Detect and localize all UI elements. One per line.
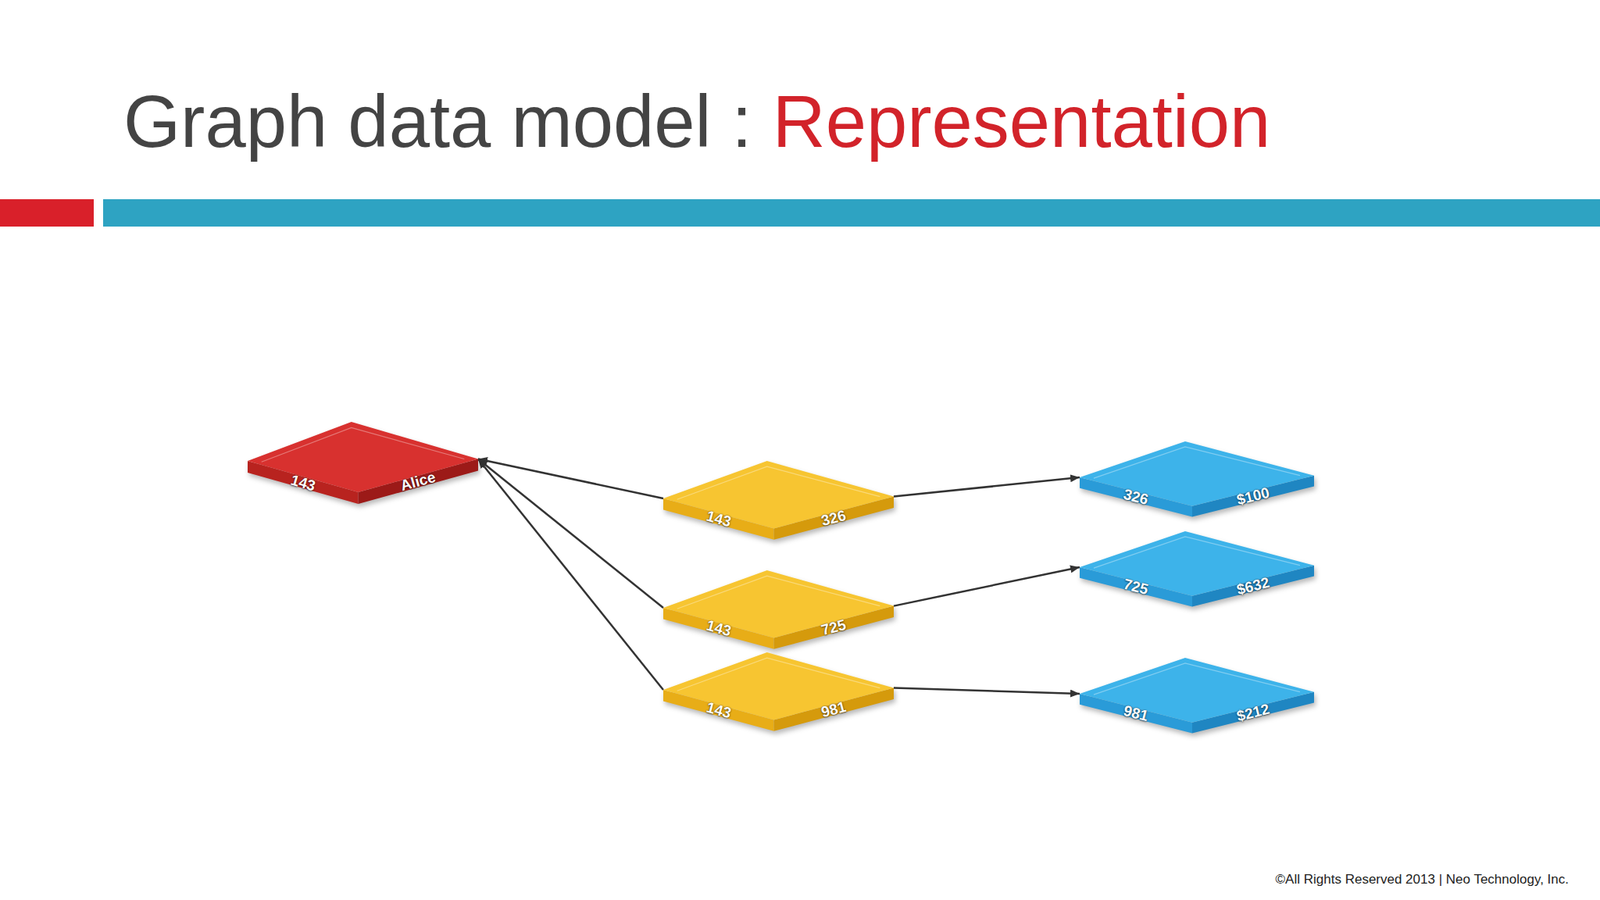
- copyright-note: ©All Rights Reserved 2013 | Neo Technolo…: [1275, 871, 1569, 888]
- red-rule: [0, 199, 94, 227]
- slide-title: Graph data model : Representation: [123, 81, 1271, 162]
- record-tile: 725$632: [1079, 531, 1315, 622]
- tile-shape: [1079, 441, 1315, 532]
- tile-shape: [663, 460, 894, 555]
- record-tile: 981$212: [1079, 657, 1315, 748]
- record-tile: 143725: [663, 570, 894, 665]
- relationship-arrow: [478, 459, 664, 691]
- relationship-arrow: [893, 567, 1080, 607]
- relationship-arrow: [893, 477, 1080, 497]
- tile-shape: [247, 421, 479, 520]
- tile-shape: [1079, 657, 1315, 748]
- record-tile: 143Alice: [247, 421, 479, 520]
- relationship-arrow: [893, 688, 1080, 694]
- blue-rule: [103, 199, 1600, 227]
- tile-shape: [663, 570, 894, 665]
- relationship-arrow: [478, 459, 664, 609]
- tile-shape: [663, 652, 894, 747]
- record-tile: 143326: [663, 460, 894, 555]
- record-tile: 326$100: [1079, 441, 1315, 532]
- record-tile: 143981: [663, 652, 894, 747]
- tile-shape: [1079, 531, 1315, 622]
